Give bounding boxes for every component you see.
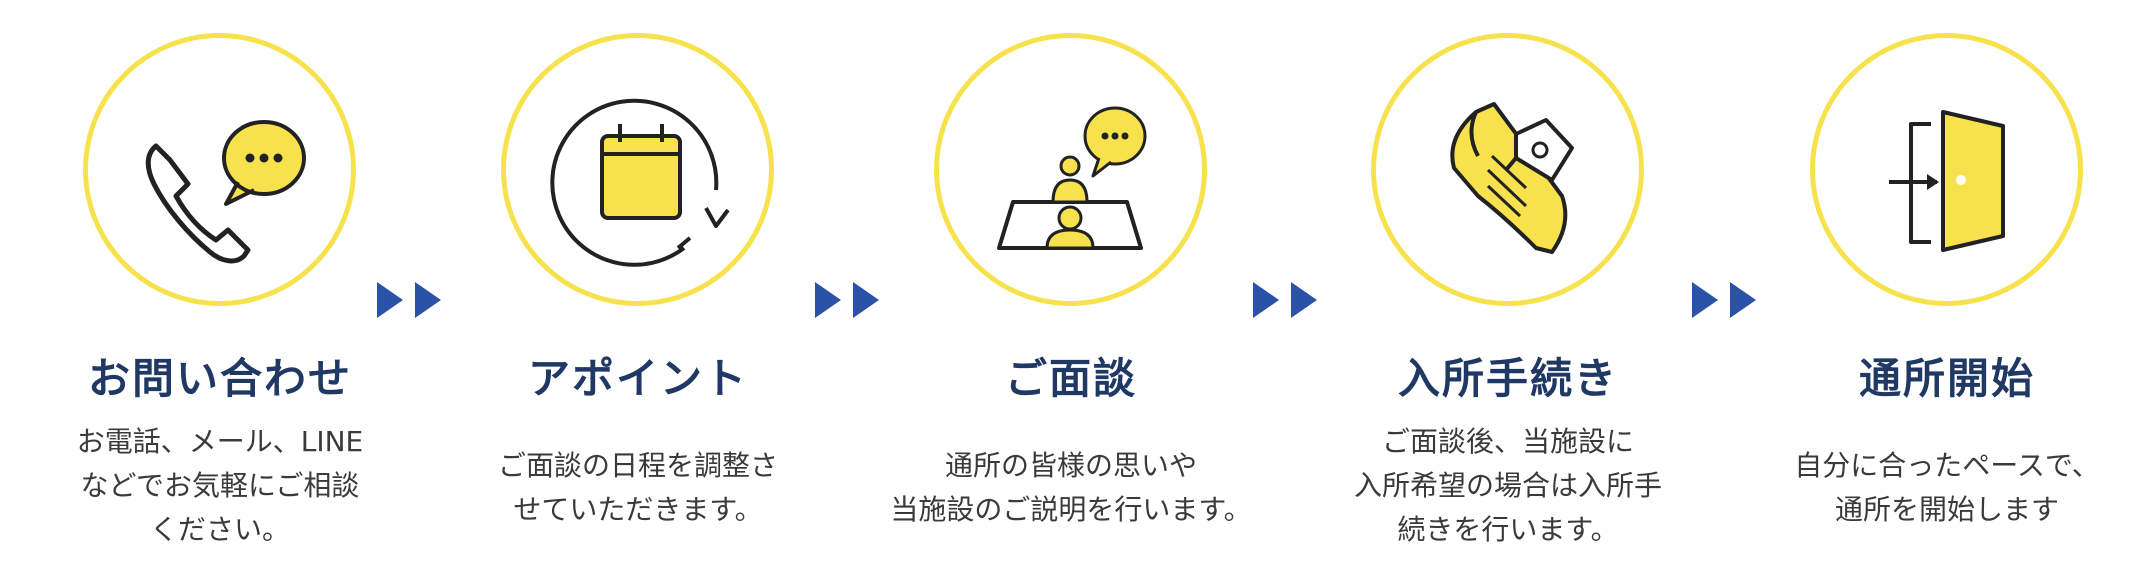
meeting-icon bbox=[997, 106, 1147, 250]
step-title: お問い合わせ bbox=[87, 354, 352, 403]
double-arrow-icon bbox=[1692, 282, 1756, 318]
description-line: お電話、メール、LINE bbox=[76, 425, 364, 458]
description-line: 通所の皆様の思いや bbox=[944, 449, 1197, 482]
step-start-attendance: 通所開始 自分に合ったペースで、 通所を開始します bbox=[1727, 0, 2136, 586]
step-circle bbox=[934, 33, 1207, 306]
description-line: 当施設のご説明を行います。 bbox=[890, 493, 1252, 526]
description-line: ご面談の日程を調整さ bbox=[497, 449, 778, 482]
description-line: 通所を開始します bbox=[1834, 493, 2059, 526]
step-description: ご面談後、当施設に 入所希望の場合は入所手 続きを行います。 bbox=[1288, 420, 1728, 552]
step-meeting: ご面談 通所の皆様の思いや 当施設のご説明を行います。 bbox=[851, 0, 1291, 586]
description-line: などでお気軽にご相談 bbox=[80, 469, 360, 502]
step-title: アポイント bbox=[527, 354, 748, 403]
step-description: ご面談の日程を調整さ せていただきます。 bbox=[418, 444, 858, 532]
step-circle bbox=[83, 33, 356, 306]
step-title: 入所手続き bbox=[1397, 354, 1618, 403]
step-description: お電話、メール、LINE などでお気軽にご相談 ください。 bbox=[0, 420, 440, 552]
description-line: 入所希望の場合は入所手 bbox=[1353, 469, 1662, 502]
description-line: ご面談後、当施設に bbox=[1381, 425, 1634, 458]
double-arrow-icon bbox=[1253, 282, 1317, 318]
description-line: せていただきます。 bbox=[513, 493, 763, 526]
description-line: 続きを行います。 bbox=[1397, 513, 1619, 546]
document-pen-icon bbox=[1450, 102, 1574, 254]
step-title: ご面談 bbox=[1004, 354, 1137, 403]
step-circle bbox=[1810, 33, 2083, 306]
door-enter-icon bbox=[1889, 110, 2005, 252]
step-inquiry: お問い合わせ お電話、メール、LINE などでお気軽にご相談 ください。 bbox=[0, 0, 440, 586]
step-circle bbox=[501, 33, 774, 306]
phone-chat-icon bbox=[145, 120, 306, 264]
step-admission-procedure: 入所手続き ご面談後、当施設に 入所希望の場合は入所手 続きを行います。 bbox=[1288, 0, 1728, 586]
step-description: 自分に合ったペースで、 通所を開始します bbox=[1727, 444, 2136, 532]
double-arrow-icon bbox=[377, 282, 441, 318]
description-line: 自分に合ったペースで、 bbox=[1794, 449, 2100, 482]
double-arrow-icon bbox=[815, 282, 879, 318]
description-line: ください。 bbox=[149, 513, 290, 546]
step-appointment: アポイント ご面談の日程を調整さ せていただきます。 bbox=[418, 0, 858, 586]
step-circle bbox=[1371, 33, 1644, 306]
step-title: 通所開始 bbox=[1858, 354, 2035, 403]
step-description: 通所の皆様の思いや 当施設のご説明を行います。 bbox=[851, 444, 1291, 532]
calendar-cycle-icon bbox=[550, 98, 730, 267]
